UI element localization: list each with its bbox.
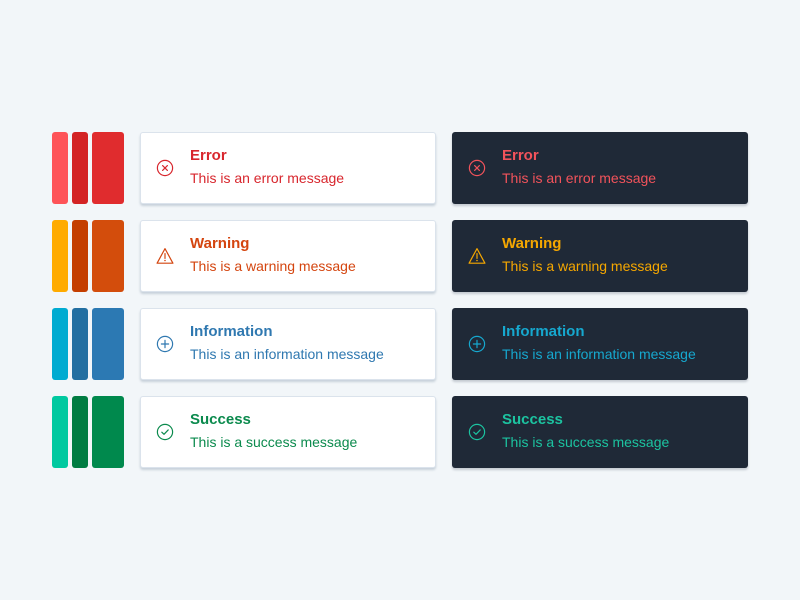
- alert-message: This is an information message: [502, 346, 696, 362]
- color-swatch-dark: [72, 220, 88, 292]
- alert-information-light: Information This is an information messa…: [140, 308, 436, 380]
- success-circle-check-icon: [156, 423, 174, 441]
- alert-row-warning: Warning This is a warning message Warnin…: [52, 220, 748, 292]
- color-swatch-light: [52, 308, 68, 380]
- color-swatch-dark: [72, 132, 88, 204]
- color-swatch-light: [52, 220, 68, 292]
- warning-triangle-icon: [468, 247, 486, 265]
- alert-row-success: Success This is a success message Succes…: [52, 396, 748, 468]
- color-swatch-light: [52, 396, 68, 468]
- alert-message: This is a warning message: [190, 258, 356, 274]
- alert-row-information: Information This is an information messa…: [52, 308, 748, 380]
- alert-warning-dark: Warning This is a warning message: [452, 220, 748, 292]
- color-swatch-base: [92, 220, 124, 292]
- color-swatches: [52, 396, 124, 468]
- alert-row-error: Error This is an error message Error Thi…: [52, 132, 748, 204]
- info-circle-plus-icon: [468, 335, 486, 353]
- alert-title: Information: [190, 323, 273, 340]
- alert-error-light: Error This is an error message: [140, 132, 436, 204]
- color-swatch-dark: [72, 308, 88, 380]
- alert-message: This is an error message: [190, 170, 345, 186]
- alert-title: Error: [190, 147, 227, 164]
- color-swatches: [52, 220, 124, 292]
- alert-title: Success: [502, 411, 563, 428]
- color-swatch-base: [92, 132, 124, 204]
- color-swatch-base: [92, 396, 124, 468]
- alert-message: This is a success message: [502, 434, 670, 450]
- color-swatches: [52, 132, 124, 204]
- alert-message: This is a warning message: [502, 258, 668, 274]
- info-circle-plus-icon: [156, 335, 174, 353]
- alert-success-dark: Success This is a success message: [452, 396, 748, 468]
- alert-error-dark: Error This is an error message: [452, 132, 748, 204]
- alert-message: This is an error message: [502, 170, 657, 186]
- alert-success-light: Success This is a success message: [140, 396, 436, 468]
- alert-message: This is a success message: [190, 434, 358, 450]
- warning-triangle-icon: [156, 247, 174, 265]
- alert-warning-light: Warning This is a warning message: [140, 220, 436, 292]
- color-swatch-light: [52, 132, 68, 204]
- alert-title: Information: [502, 323, 585, 340]
- color-swatches: [52, 308, 124, 380]
- alert-information-dark: Information This is an information messa…: [452, 308, 748, 380]
- color-swatch-dark: [72, 396, 88, 468]
- alert-message: This is an information message: [190, 346, 384, 362]
- alert-title: Warning: [190, 235, 250, 252]
- alert-title: Success: [190, 411, 251, 428]
- color-swatch-base: [92, 308, 124, 380]
- error-circle-x-icon: [468, 159, 486, 177]
- alert-title: Warning: [502, 235, 562, 252]
- alert-title: Error: [502, 147, 539, 164]
- success-circle-check-icon: [468, 423, 486, 441]
- error-circle-x-icon: [156, 159, 174, 177]
